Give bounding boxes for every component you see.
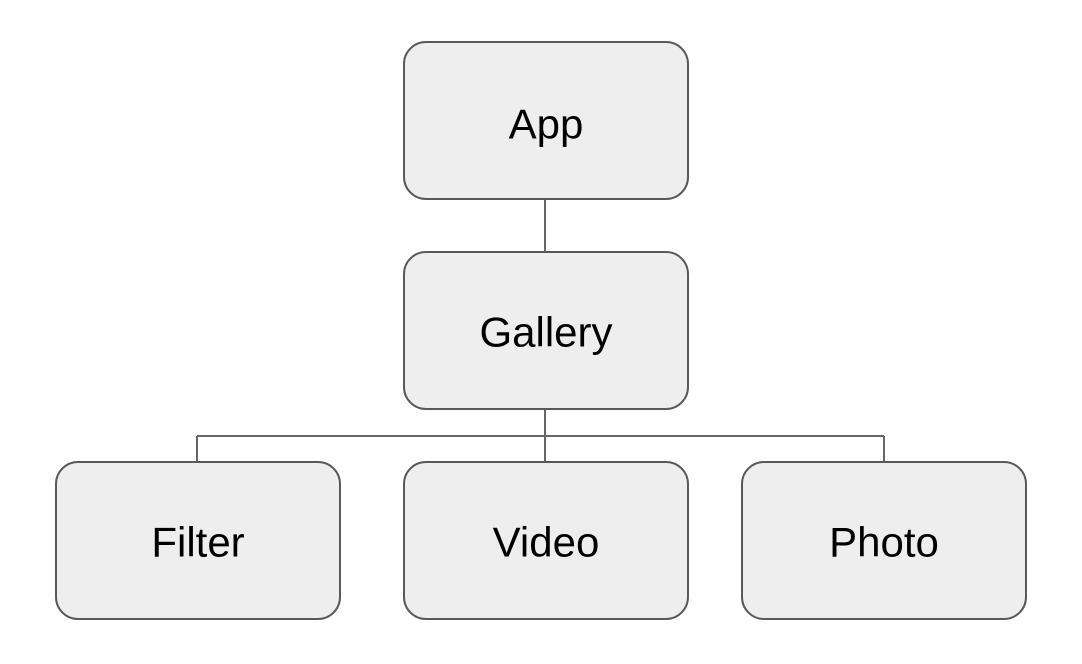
node-video: Video	[403, 461, 689, 620]
connectors	[196, 199, 885, 462]
node-filter-box	[55, 461, 341, 620]
node-app: App	[403, 41, 689, 200]
node-app-box	[403, 41, 689, 200]
node-video-label: Video	[493, 519, 600, 566]
node-video-box	[403, 461, 689, 620]
node-filter-label: Filter	[151, 519, 244, 566]
node-gallery-label: Gallery	[479, 309, 612, 356]
node-photo-label: Photo	[829, 519, 939, 566]
node-photo: Photo	[741, 461, 1027, 620]
node-filter: Filter	[55, 461, 341, 620]
node-gallery-box	[403, 251, 689, 410]
node-app-label: App	[509, 101, 584, 148]
node-gallery: Gallery	[403, 251, 689, 410]
node-photo-box	[741, 461, 1027, 620]
